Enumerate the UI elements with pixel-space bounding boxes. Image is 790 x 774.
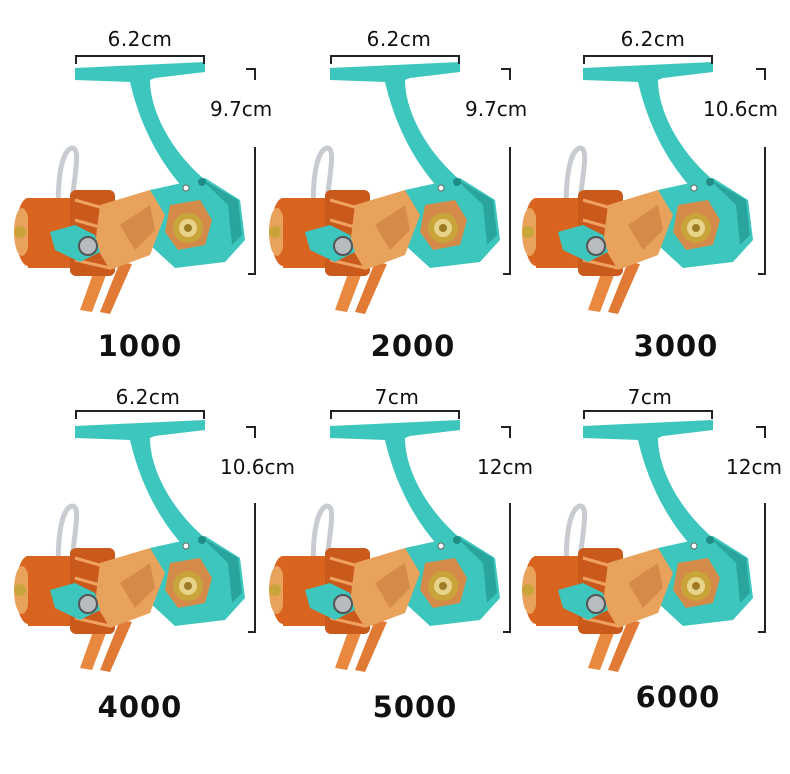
- reel-cell-3000: 6.2cm 10.6cm 3000: [508, 0, 778, 387]
- reel-cell-6000: 7cm 12cm 6000: [508, 358, 782, 745]
- height-bracket-line: [509, 147, 511, 275]
- height-bracket-line: [764, 503, 766, 633]
- height-bracket-top: [501, 426, 511, 438]
- fishing-reel-image: [522, 62, 753, 314]
- height-bracket-top: [501, 68, 511, 80]
- height-bracket-top: [246, 426, 256, 438]
- height-label: 9.7cm: [210, 97, 273, 121]
- reel-cell-1000: 6.2cm 9.7cm 1000: [0, 0, 272, 387]
- reel-size-label: 3000: [633, 329, 719, 363]
- height-bracket-line: [254, 503, 256, 633]
- width-label: 6.2cm: [115, 385, 181, 409]
- fishing-reel-image: [269, 62, 500, 314]
- height-bracket-bottom: [503, 631, 511, 633]
- height-bracket-top: [246, 68, 256, 80]
- height-bracket-top: [756, 68, 766, 80]
- height-label: 12cm: [726, 455, 782, 479]
- height-bracket-line: [764, 147, 766, 275]
- reel-size-label: 1000: [97, 329, 183, 363]
- width-bracket: [583, 55, 713, 65]
- width-bracket: [75, 55, 205, 65]
- reel-size-label: 6000: [635, 680, 721, 714]
- width-bracket: [330, 55, 460, 65]
- fishing-reel-image: [269, 420, 500, 672]
- height-label: 12cm: [477, 455, 533, 479]
- fishing-reel-image: [14, 62, 245, 314]
- height-label: 10.6cm: [703, 97, 779, 121]
- width-label: 7cm: [374, 385, 420, 409]
- height-bracket-line: [254, 147, 256, 275]
- height-bracket-bottom: [503, 273, 511, 275]
- width-bracket: [75, 410, 205, 420]
- width-bracket: [583, 410, 713, 420]
- reel-size-label: 2000: [370, 329, 456, 363]
- height-bracket-bottom: [758, 631, 766, 633]
- height-bracket-bottom: [248, 631, 256, 633]
- height-bracket-bottom: [248, 273, 256, 275]
- width-bracket: [330, 410, 460, 420]
- width-label: 6.2cm: [107, 27, 173, 51]
- reel-cell-5000: 7cm 12cm 5000: [255, 358, 533, 745]
- height-bracket-top: [756, 426, 766, 438]
- height-label: 9.7cm: [465, 97, 528, 121]
- reel-cell-2000: 6.2cm 9.7cm 2000: [255, 0, 527, 387]
- reel-cell-4000: 6.2cm 10.6cm 4000: [0, 358, 295, 745]
- height-bracket-bottom: [758, 273, 766, 275]
- width-label: 6.2cm: [620, 27, 686, 51]
- reel-size-label: 5000: [372, 690, 458, 724]
- width-label: 6.2cm: [366, 27, 432, 51]
- fishing-reel-image: [14, 420, 245, 672]
- reel-size-label: 4000: [97, 690, 183, 724]
- width-label: 7cm: [627, 385, 673, 409]
- height-label: 10.6cm: [220, 455, 296, 479]
- fishing-reel-image: [522, 420, 753, 672]
- height-bracket-line: [509, 503, 511, 633]
